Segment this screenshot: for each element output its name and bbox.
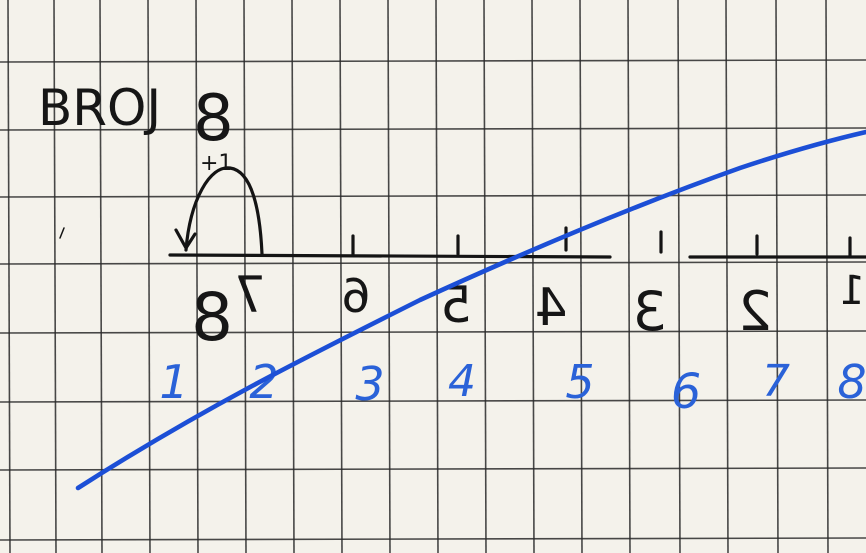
blue-digit: 8 (837, 355, 866, 409)
mirrored-digit: 2 (738, 280, 772, 343)
mirrored-digit: 1 (839, 268, 864, 314)
blue-digit: 4 (448, 356, 476, 407)
stray-mark (59, 227, 65, 239)
arc-arrowhead (174, 228, 197, 250)
blue-digit-row: 1 2 3 4 5 6 7 8 (159, 355, 866, 420)
title-number: 8 (193, 82, 234, 156)
mirrored-digit: 7 (234, 266, 266, 324)
mirrored-digit: 8 (191, 279, 233, 356)
blue-digit: 3 (355, 357, 384, 411)
blue-digit: 7 (762, 356, 790, 407)
blue-digit: 6 (671, 364, 702, 420)
mirrored-digit: 3 (633, 280, 667, 343)
mirrored-digit: 6 (341, 269, 370, 323)
title-word: BROJ (38, 79, 161, 137)
blue-digit: 1 (159, 355, 188, 409)
mirrored-digit-row: 8 7 6 5 4 3 2 1 (191, 266, 865, 356)
number-line (168, 253, 866, 259)
number-line-ticks (351, 226, 852, 258)
jump-arc (184, 166, 264, 256)
mirrored-digit: 4 (534, 278, 567, 338)
blue-stroke (75, 129, 866, 491)
blue-digit: 5 (565, 355, 594, 409)
